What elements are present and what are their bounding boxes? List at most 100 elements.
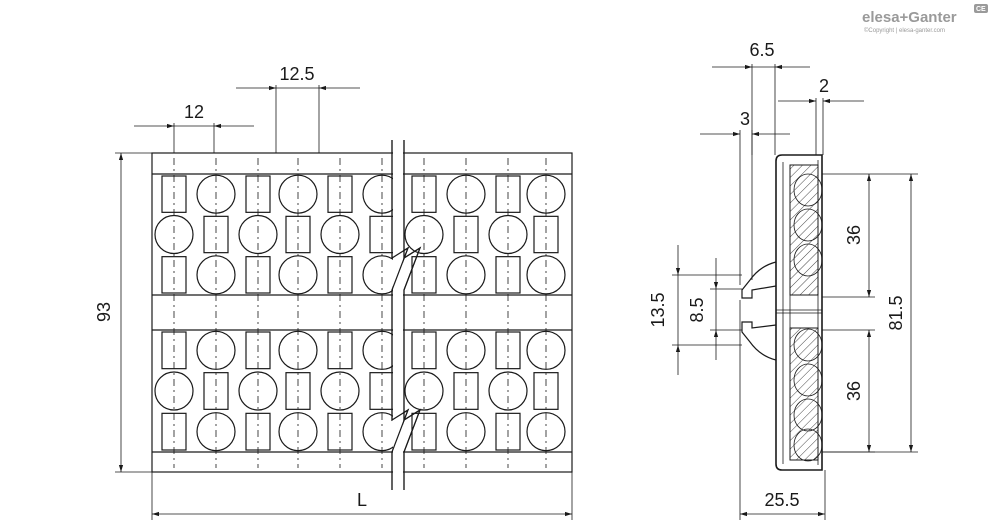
dim-overall-width: 25.5	[739, 300, 826, 520]
roller-ball	[526, 330, 566, 370]
side-roller-stack	[793, 173, 823, 462]
roller-ball	[446, 330, 486, 370]
dim-fork-outer: 13.5	[648, 245, 742, 375]
dim-row-top-value: 36	[844, 225, 864, 245]
dim-wall-value: 2	[819, 76, 829, 96]
roller-sleeve	[495, 175, 521, 213]
roller-sleeve	[203, 372, 229, 410]
roller-ball	[278, 330, 318, 370]
roller-ball	[196, 330, 236, 370]
roller-sleeve	[327, 175, 353, 213]
roller-ball	[488, 214, 528, 255]
roller-ball	[238, 214, 278, 255]
roller-ball	[526, 255, 566, 295]
side-roller	[793, 428, 823, 462]
roller-sleeve	[495, 412, 521, 451]
roller-ball	[404, 214, 444, 255]
roller-sleeve	[245, 175, 271, 213]
dim-pitch-value: 12	[184, 102, 204, 122]
roller-ball	[320, 371, 360, 411]
roller-ball	[154, 214, 194, 255]
side-body-outline	[775, 154, 823, 471]
dim-row-bottom-value: 36	[844, 381, 864, 401]
dim-pitch: 12	[134, 102, 254, 153]
roller-sleeve	[495, 256, 521, 294]
roller-sleeve	[453, 215, 479, 254]
roller-sleeve	[495, 331, 521, 370]
roller-ball	[446, 174, 486, 214]
side-roller	[793, 208, 823, 242]
roller-ball	[488, 371, 528, 411]
roller-sleeve	[285, 372, 311, 410]
side-roller	[793, 173, 823, 207]
roller-ball	[154, 371, 194, 411]
dim-overall-width-value: 25.5	[764, 490, 799, 510]
dim-top-pitch-value: 12.5	[279, 64, 314, 84]
dim-height-value: 93	[94, 302, 114, 322]
roller-sleeve	[203, 215, 229, 254]
roller-ball	[446, 412, 486, 452]
roller-sleeve	[327, 331, 353, 370]
side-view	[741, 154, 823, 471]
side-roller	[793, 363, 823, 397]
roller-sleeve	[411, 331, 437, 370]
dim-top-offset-value: 6.5	[749, 40, 774, 60]
roller-ball	[278, 412, 318, 452]
roller-ball	[196, 174, 236, 214]
dim-top-offset: 6.5	[712, 40, 810, 155]
roller-sleeve	[453, 372, 479, 410]
roller-ball	[278, 174, 318, 214]
roller-sleeve	[161, 175, 187, 213]
roller-sleeve	[245, 412, 271, 451]
roller-ball	[196, 412, 236, 452]
roller-sleeve	[327, 412, 353, 451]
side-roller	[793, 398, 823, 432]
dim-row-bottom: 36	[822, 329, 875, 453]
roller-sleeve	[533, 215, 559, 254]
roller-sleeve	[411, 175, 437, 213]
roller-sleeve	[411, 256, 437, 294]
front-view-frame	[151, 152, 573, 473]
dim-step: 3	[700, 109, 790, 285]
roller-array	[154, 158, 566, 468]
side-roller	[793, 328, 823, 362]
roller-sleeve	[245, 256, 271, 294]
roller-ball	[278, 255, 318, 295]
roller-ball	[320, 214, 360, 255]
roller-ball	[196, 255, 236, 295]
dim-overall-height: 81.5	[822, 173, 918, 453]
dim-length-value: L	[357, 490, 367, 510]
dim-wall: 2	[778, 76, 864, 155]
ce-mark-badge	[974, 4, 988, 13]
brand-copyright: ©Copyright | elesa-ganter.com	[864, 27, 945, 34]
side-lower-tab	[741, 321, 777, 361]
dim-height: 93	[94, 152, 152, 473]
brand-logo: elesa+Ganter ©Copyright | elesa-ganter.c…	[862, 4, 988, 34]
roller-sleeve	[245, 331, 271, 370]
roller-ball	[526, 174, 566, 214]
dim-fork-inner: 8.5	[687, 258, 742, 360]
dim-fork-inner-value: 8.5	[687, 297, 707, 322]
side-roller	[793, 243, 823, 277]
roller-ball	[446, 255, 486, 295]
ce-mark-text: CE	[976, 6, 986, 13]
roller-sleeve	[285, 215, 311, 254]
roller-ball	[238, 371, 278, 411]
roller-sleeve	[161, 412, 187, 451]
roller-ball	[404, 371, 444, 411]
dim-row-top: 36	[822, 173, 875, 298]
dim-length: L	[151, 472, 573, 520]
front-view	[151, 140, 573, 490]
dim-top-pitch: 12.5	[236, 64, 360, 153]
brand-logo-text: elesa+Ganter	[862, 9, 957, 26]
dim-step-value: 3	[740, 109, 750, 129]
roller-sleeve	[161, 256, 187, 294]
dim-overall-height-value: 81.5	[886, 295, 906, 330]
roller-ball	[526, 412, 566, 452]
side-upper-tab	[741, 261, 777, 299]
roller-sleeve	[161, 331, 187, 370]
roller-sleeve	[327, 256, 353, 294]
roller-sleeve	[533, 372, 559, 410]
dim-fork-outer-value: 13.5	[648, 292, 668, 327]
